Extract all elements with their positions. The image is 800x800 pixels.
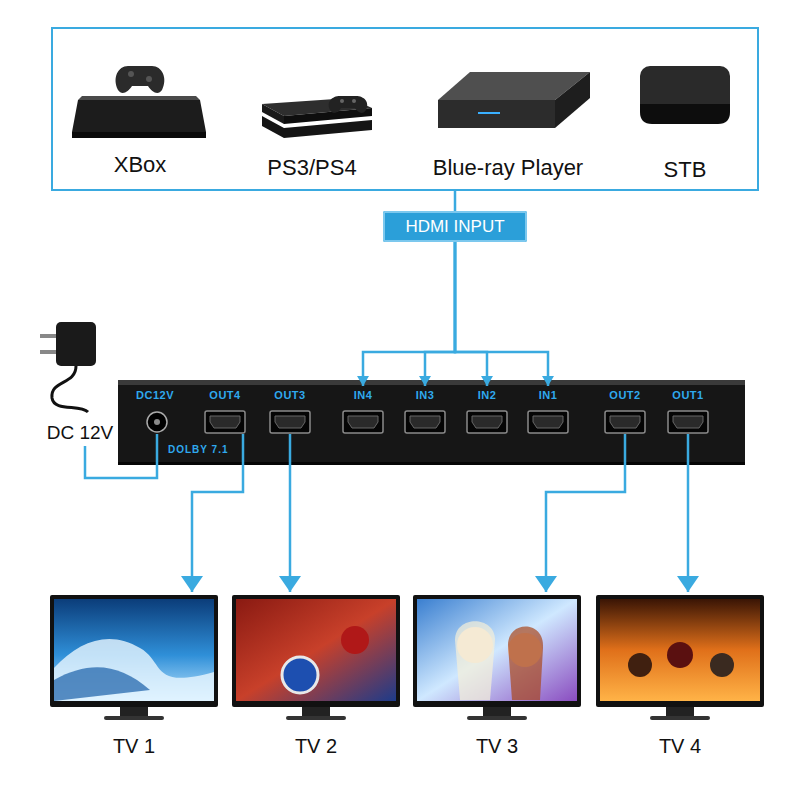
connector-arrow: [455, 242, 554, 386]
device-label: Blue-ray Player: [433, 155, 583, 181]
tv-screen: TV 1: [50, 592, 218, 760]
device-label: STB: [664, 157, 707, 183]
hdmi-port: OUT3: [263, 386, 317, 434]
connector-line: [425, 242, 455, 386]
hdmi-port: IN1: [521, 386, 575, 434]
adapter-label: DC 12V: [47, 422, 114, 444]
arrow-head: [542, 376, 554, 386]
port-label: IN4: [354, 389, 373, 402]
device-label: XBox: [114, 152, 167, 178]
connector-arrow: [535, 434, 625, 592]
input-badge: HDMI INPUT: [383, 211, 527, 242]
arrow-head: [535, 576, 557, 592]
tv-set: [232, 595, 400, 720]
arrow-head: [357, 376, 369, 386]
tv-label: TV 3: [476, 735, 518, 758]
bluray-player: [438, 72, 590, 128]
tv-screen: TV 4: [596, 592, 764, 760]
tv-set: [50, 595, 218, 720]
arrow-head: [419, 376, 431, 386]
connector-arrow: [419, 242, 455, 386]
ps4-console: [262, 96, 372, 138]
hdmi-port: IN3: [398, 386, 452, 434]
source-panel: [52, 28, 758, 190]
brand-label: DOLBY 7.1: [168, 444, 229, 456]
dc-jack: DC12V: [128, 386, 182, 434]
hdmi-port: IN4: [336, 386, 390, 434]
hdmi-port: IN2: [460, 386, 514, 434]
hdmi-port: OUT2: [598, 386, 652, 434]
power-adapter-icon: [40, 322, 96, 412]
tv-label: TV 4: [659, 735, 701, 758]
port-label: OUT1: [672, 389, 703, 402]
port-label: OUT3: [274, 389, 305, 402]
tv-set: [596, 595, 764, 720]
port-label: OUT2: [609, 389, 640, 402]
hdmi-port: OUT4: [198, 386, 252, 434]
connector-arrow: [181, 434, 243, 592]
connector-line: [546, 434, 625, 592]
connector-line: [687, 434, 690, 592]
xbox-console: [72, 66, 206, 138]
set-top-box: [640, 66, 730, 124]
tv-screen: TV 2: [232, 592, 400, 760]
connector-line: [363, 242, 455, 386]
connector-arrow: [279, 434, 301, 592]
connector-line: [455, 242, 487, 386]
arrow-head: [279, 576, 301, 592]
tv-label: TV 2: [295, 735, 337, 758]
tv-label: TV 1: [113, 735, 155, 758]
tv-set: [413, 595, 581, 720]
port-label: IN1: [539, 389, 558, 402]
badge-label: HDMI INPUT: [405, 217, 504, 237]
port-label: IN2: [478, 389, 497, 402]
arrow-head: [181, 576, 203, 592]
connector-line: [192, 434, 243, 592]
hdmi-matrix-body: DOLBY 7.1 DC12V OUT4 OUT3 IN4 IN3 IN2 IN1 OUT2 OU…: [118, 380, 745, 465]
connector-arrow: [455, 242, 493, 386]
device-label: PS3/PS4: [267, 155, 356, 181]
port-label: OUT4: [209, 389, 240, 402]
tv-screen: TV 3: [413, 592, 581, 760]
connector-line: [289, 434, 292, 592]
arrow-head: [677, 576, 699, 592]
panel-link: [454, 190, 457, 211]
power-adapter: DC 12V: [28, 318, 132, 446]
matrix-housing: [118, 380, 745, 465]
connector-line: [455, 242, 548, 386]
hdmi-port: OUT1: [661, 386, 715, 434]
port-label: DC12V: [136, 389, 174, 402]
connector-arrow: [357, 242, 455, 386]
arrow-head: [481, 376, 493, 386]
port-label: IN3: [416, 389, 435, 402]
connector-arrow: [677, 434, 699, 592]
